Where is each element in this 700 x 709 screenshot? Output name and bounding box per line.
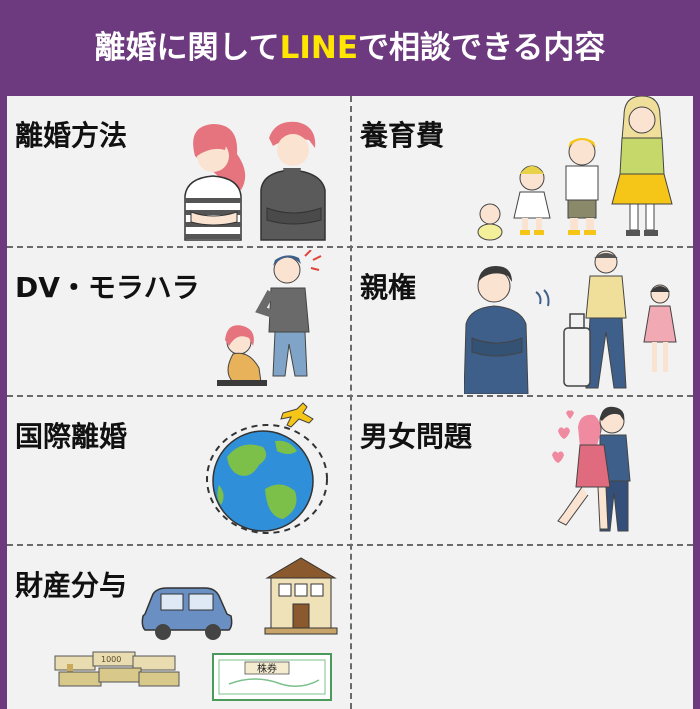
custody-parent-child-illustration (464, 250, 677, 394)
horizontal-divider (7, 246, 693, 248)
topic-cell-relationship-issues: 男女問題 (352, 397, 693, 544)
header-banner: 離婚に関してLINEで相談できる内容 (0, 0, 700, 88)
embracing-couple-illustration (552, 406, 631, 532)
topic-cell-divorce-method: 離婚方法 (7, 96, 350, 246)
title-part2: で相談できる内容 (358, 29, 606, 66)
topic-label: 養育費 (360, 119, 445, 152)
topic-cell-international-divorce: 国際離婚 (7, 397, 350, 544)
growing-children-illustration (477, 96, 673, 241)
arguing-couple-illustration (184, 121, 326, 241)
topic-label: 国際離婚 (15, 420, 128, 453)
vertical-divider (350, 96, 352, 709)
empty-cell (352, 546, 693, 709)
topic-label: 財産分与 (15, 569, 128, 602)
title-part1: 離婚に関して (94, 29, 280, 66)
topic-label: 離婚方法 (15, 119, 128, 152)
money-band-text: 1000 (101, 655, 121, 664)
stock-certificate-text: 株券 (257, 662, 277, 675)
horizontal-divider (7, 395, 693, 397)
topic-label: 男女問題 (360, 420, 473, 453)
topic-label: 親権 (360, 271, 417, 304)
topic-cell-dv-moral-harassment: DV・モラハラ (7, 248, 350, 395)
horizontal-divider (7, 544, 693, 546)
domestic-violence-illustration (217, 250, 322, 386)
topic-cell-custody: 親権 (352, 248, 693, 395)
globe-airplane-illustration (206, 402, 328, 534)
topics-grid: 離婚方法 養育費 (7, 96, 693, 709)
topic-label: DV・モラハラ (15, 271, 200, 304)
title-highlight: LINE (279, 29, 359, 66)
topic-cell-property-division: 財産分与 1000 (7, 546, 350, 709)
page-title: 離婚に関してLINEで相談できる内容 (95, 22, 606, 67)
topic-cell-child-support: 養育費 (352, 96, 693, 246)
car-house-money-stock-illustration: 1000 株券 (54, 557, 338, 701)
